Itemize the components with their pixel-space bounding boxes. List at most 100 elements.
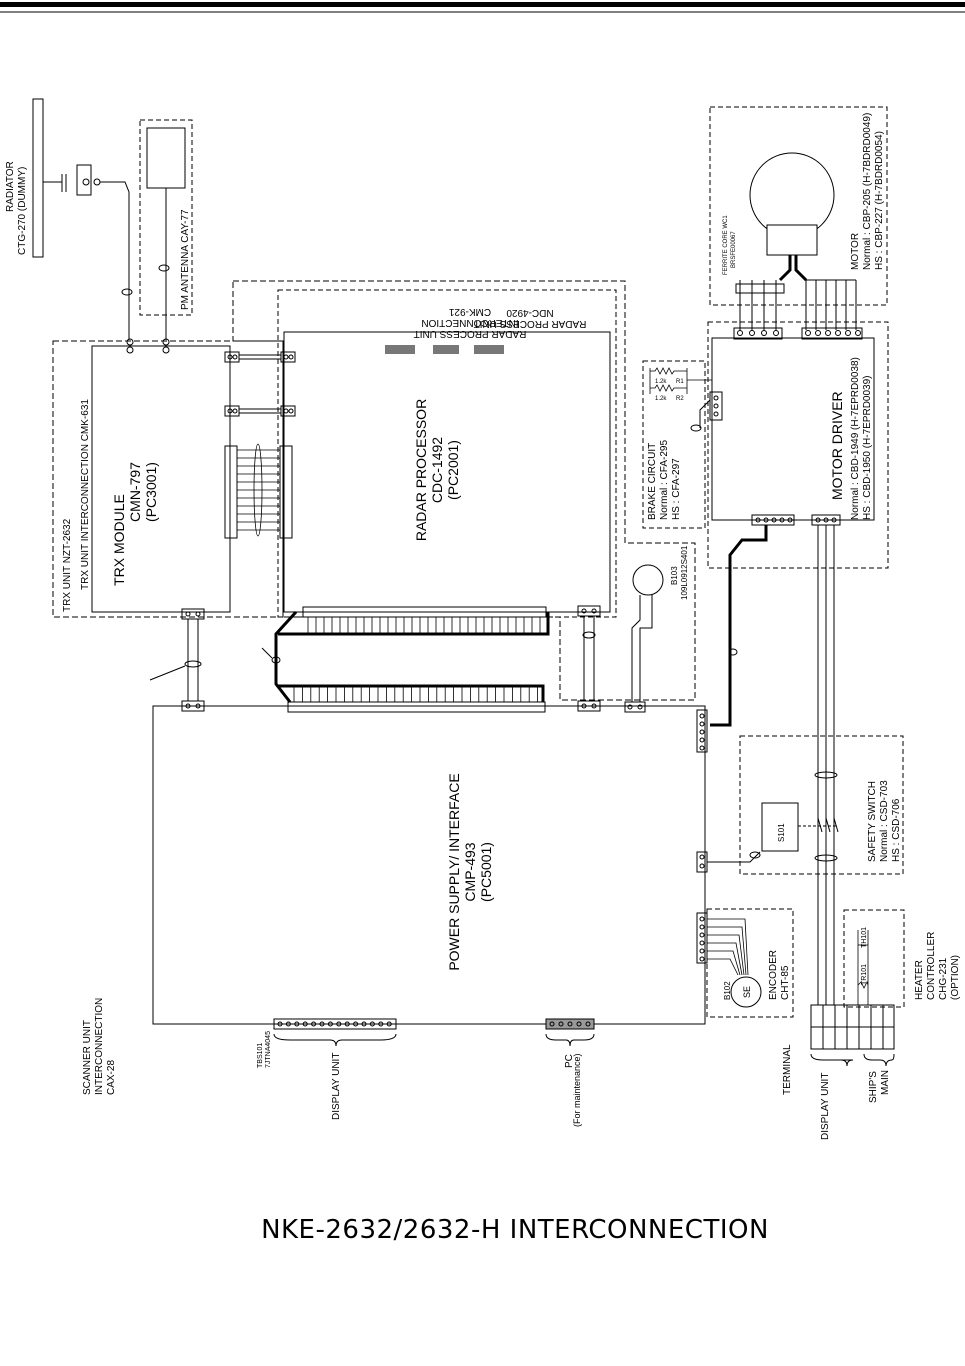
trx-module-model: CMN-797 [127, 462, 143, 522]
ribbon-wire [419, 617, 429, 702]
ribbon-wire [537, 617, 541, 702]
trx-psu-cable [149, 608, 205, 712]
ribbon-wire [335, 617, 349, 702]
scanner-unit-interconnection: INTERCONNECTION [94, 998, 105, 1095]
display-unit-label-1: DISPLAY UNIT [331, 1053, 342, 1120]
trx-rp-connectors [224, 351, 296, 539]
ribbon-wire [453, 617, 461, 702]
b103-label: B103 [670, 566, 679, 585]
ribbon-wire [503, 617, 509, 702]
rp-component-1 [385, 345, 415, 354]
pc-label: PC [564, 1054, 575, 1068]
motor-driver-outer [707, 321, 889, 569]
pm-antenna-element [146, 127, 186, 189]
s101-switch [761, 802, 799, 852]
radiator [32, 98, 133, 340]
psu-right-connectors [273, 709, 708, 1030]
scanner-unit-model: CAX-28 [106, 1060, 117, 1095]
brake-circuit-label: BRAKE CIRCUIT [647, 443, 658, 520]
top-rule [0, 2, 965, 7]
motor-symbol [749, 152, 835, 238]
trx-module-pc: (PC3001) [143, 462, 159, 522]
rp-bottom-connector [274, 606, 550, 713]
ribbon-wire [520, 617, 525, 702]
scanner-unit-label: SCANNER UNIT [82, 1020, 93, 1095]
ferrite-core-part: BRSFE00067 [731, 231, 737, 268]
ribbon-wire [302, 617, 317, 702]
encoder-wires [707, 918, 749, 976]
s101-label: S101 [777, 823, 786, 842]
safety-switch-contacts [707, 771, 839, 863]
tr101-label: TR101 [861, 964, 868, 985]
encoder-symbol [730, 976, 762, 1008]
encoder-b102: B102 [723, 981, 732, 1000]
motor-driver-normal: Normal : CBD-1949 (H-7EPRD0038) [850, 357, 861, 520]
heater-label: HEATER [914, 960, 925, 1000]
tbs101-terminal [327, 1021, 333, 1027]
rp-component-3 [474, 345, 504, 354]
tbs101-terminal [319, 1021, 325, 1027]
radar-processor-model: CDC-1492 [429, 437, 445, 503]
trx-unit-box [52, 340, 284, 618]
radiator-label: RADIATOR [5, 161, 16, 212]
ribbon-wire [461, 617, 469, 702]
tbs101-terminal [344, 1021, 350, 1027]
r2-label: R2 [676, 396, 684, 402]
tbs101-terminal [353, 1021, 359, 1027]
pm-antenna-label: PM ANTENNA CAY-77 [180, 209, 191, 310]
terminal-block [273, 1004, 895, 1067]
safety-switch-normal: Normal : CSD-703 [879, 780, 890, 862]
ferrite-core-label: FERRITE CORE WC1 [723, 215, 729, 275]
rp-unit-label-5: NDC-4920 [506, 307, 554, 318]
tbs101-terminal [302, 1021, 308, 1027]
rp-unit-label-2: INTERCONNECTION [421, 317, 518, 328]
heater-option: (OPTION) [950, 955, 961, 1000]
heater-circuit [857, 930, 869, 1005]
encoder-box [706, 908, 794, 1018]
radar-processor-pc: (PC2001) [445, 440, 461, 500]
ribbon-wire [436, 617, 445, 702]
main-label: MAIN [880, 1070, 891, 1095]
motor-driver-box [711, 337, 875, 521]
th101-label: TH101 [861, 927, 868, 948]
ribbon-wire [470, 617, 477, 702]
r2-value: 1.2k [655, 396, 667, 402]
b103-fan [632, 564, 664, 596]
encoder-model: CHT-85 [780, 965, 791, 1000]
radar-process-unit-box [232, 280, 696, 701]
ribbon-wire [486, 617, 493, 702]
ribbon-wire [293, 617, 309, 702]
motor-box [709, 106, 888, 306]
heater-label-2: CONTROLLER [926, 932, 937, 1000]
brake-circuit-hs: HS : CFA-297 [671, 458, 682, 520]
ribbon-wire [310, 617, 325, 702]
encoder-se: SE [742, 986, 752, 998]
heater-box [843, 909, 905, 1008]
motor-driver-connectors [733, 327, 863, 526]
ribbon-wire [352, 617, 365, 702]
psu-pc: (PC5001) [478, 842, 494, 902]
r1-label: R1 [676, 379, 684, 385]
encoder-label: ENCODER [768, 950, 779, 1000]
psu-model: CMP-493 [462, 842, 478, 901]
pc-maintenance-label: (For maintenance) [572, 1053, 582, 1127]
tbs101-terminal [369, 1021, 375, 1027]
tbs101-terminals [277, 1021, 392, 1027]
ribbon-wire [528, 617, 533, 702]
ribbon-wire [394, 617, 405, 702]
safety-switch-box [739, 735, 904, 875]
rp-unit-label-1: RADAR PROCESS UNIT [414, 328, 527, 339]
tbs101-terminal [386, 1021, 392, 1027]
motor-label: MOTOR [850, 233, 861, 270]
pc-connector-pins [549, 1021, 591, 1027]
trx-module-name: TRX MODULE [111, 494, 127, 586]
ribbon-wire [444, 617, 453, 702]
safety-switch-hs: HS : CSD-706 [891, 798, 902, 862]
rp-component-2 [433, 345, 459, 354]
ribbon-wire [327, 617, 341, 702]
trx-interconnection-label: TRX UNIT INTERCONNECTION CMK-631 [80, 399, 91, 590]
brake-connector [709, 391, 723, 421]
ribbon-wire [377, 617, 389, 702]
tbs101-terminal [285, 1021, 291, 1027]
tbs101-terminal [336, 1021, 342, 1027]
